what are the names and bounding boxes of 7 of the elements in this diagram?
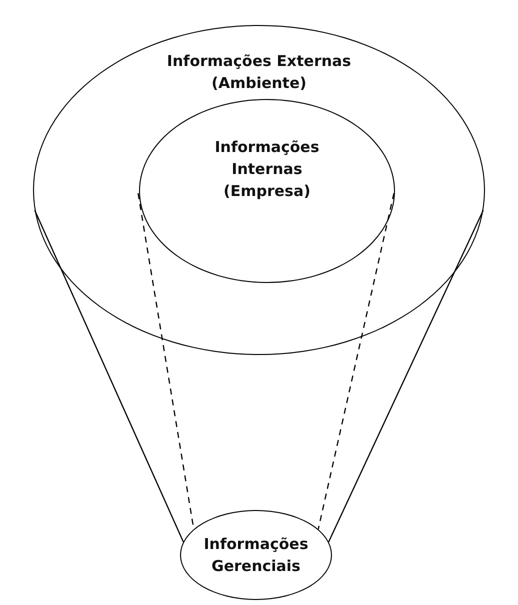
ellipse: [33, 25, 485, 355]
connector-line: [318, 193, 394, 530]
ellipse: [139, 99, 395, 283]
ellipse: [180, 510, 332, 600]
node-label: Informações Externas (Ambiente): [166, 51, 352, 94]
node-label: Informações Internas (Empresa): [214, 137, 320, 202]
node-label: Informações Gerenciais: [202, 534, 310, 577]
